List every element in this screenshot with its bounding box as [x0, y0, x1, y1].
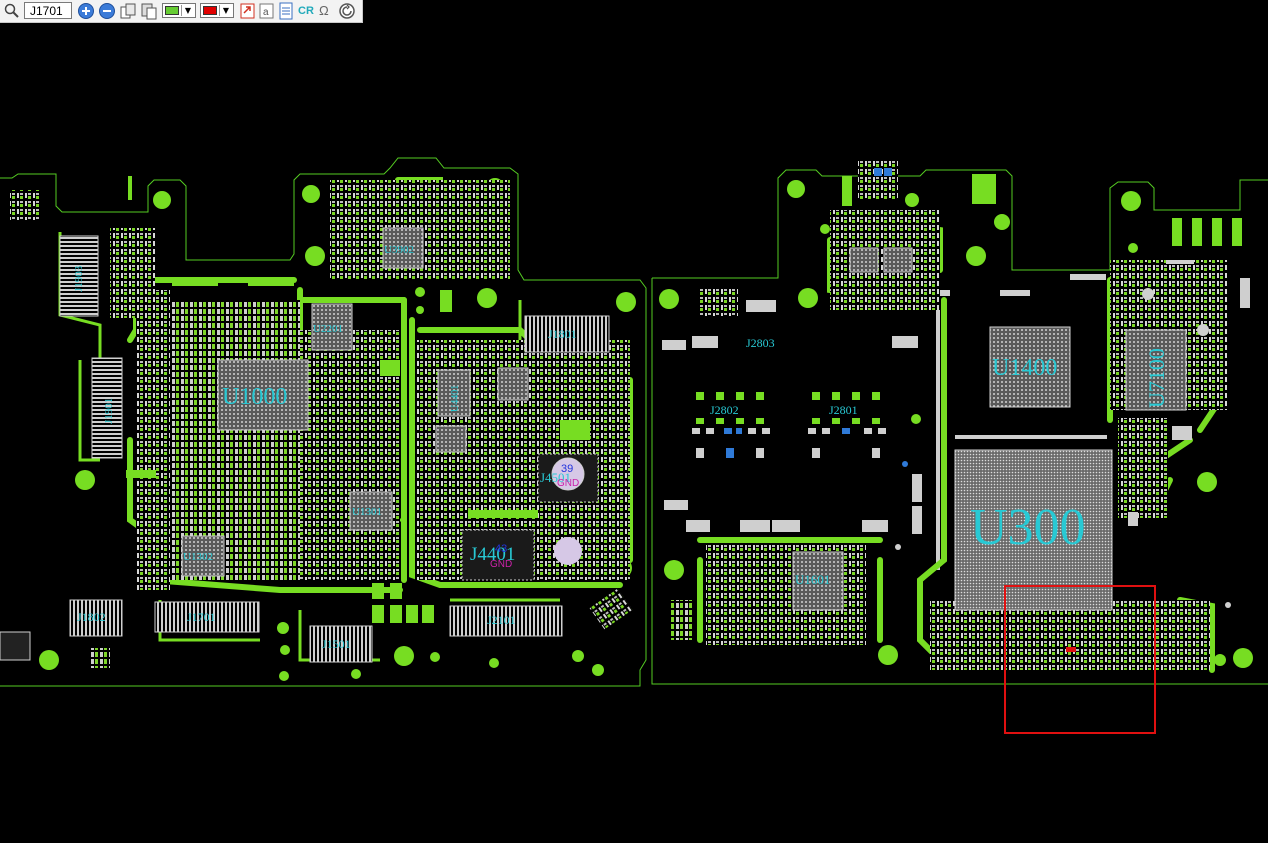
refresh-icon[interactable]: [338, 2, 356, 20]
label-j4401[interactable]: J4401: [470, 544, 515, 565]
chevron-down-icon: ▼: [181, 5, 194, 16]
zoom-in-icon[interactable]: [77, 2, 95, 20]
label-j1901[interactable]: J1901: [103, 398, 115, 424]
label-j4401-gnd: GND: [490, 559, 512, 570]
document-icon[interactable]: [278, 2, 294, 20]
label-j4501-pin-count: 39: [561, 463, 573, 475]
omega-icon[interactable]: Ω: [319, 3, 329, 18]
label-j2101[interactable]: J2101: [487, 613, 516, 627]
copy-icon[interactable]: [119, 2, 137, 20]
fill-color-swatch: [165, 6, 179, 15]
label-u2201[interactable]: U2201: [313, 323, 343, 335]
fill-color-dropdown[interactable]: ▼: [162, 3, 196, 18]
label-j4501[interactable]: J4501: [540, 470, 571, 485]
search-icon[interactable]: [3, 2, 21, 20]
label-u300[interactable]: U300: [970, 499, 1086, 556]
zoom-out-icon[interactable]: [98, 2, 116, 20]
label-j4501-gnd: GND: [557, 478, 579, 489]
selection-highlight-box: [1004, 585, 1156, 734]
board-outline: [0, 157, 1268, 687]
search-input[interactable]: [24, 2, 72, 19]
chevron-down-icon: ▼: [219, 5, 232, 16]
right-board: [895, 191, 1253, 673]
label-j1802[interactable]: J1802: [77, 610, 106, 624]
label-u1000[interactable]: U1000: [222, 384, 287, 410]
middle-board: [659, 160, 1106, 665]
label-j1801[interactable]: J1801: [548, 327, 577, 341]
left-board: [0, 176, 636, 681]
label-j2801[interactable]: J2801: [829, 403, 858, 417]
label-j2803[interactable]: J2803: [746, 336, 775, 350]
label-u3902[interactable]: U3902: [384, 244, 414, 256]
text-a-icon[interactable]: a: [259, 2, 275, 20]
export-icon[interactable]: [240, 2, 256, 20]
toolbar: ▼ ▼ a CR Ω: [0, 0, 363, 23]
label-u4401[interactable]: U4401: [450, 385, 461, 412]
cr-label[interactable]: CR: [298, 5, 314, 17]
line-color-swatch: [203, 6, 217, 15]
label-j1501[interactable]: J1501: [322, 637, 351, 651]
label-j1903[interactable]: J1903: [73, 265, 85, 292]
label-u1601[interactable]: U1601: [795, 572, 830, 587]
label-u1400[interactable]: U1400: [992, 355, 1057, 381]
label-u1302[interactable]: U1302: [183, 551, 213, 563]
line-color-dropdown[interactable]: ▼: [200, 3, 234, 18]
component-labels: U1000 U300 U1400 U7100 U3902 U2201 U1301…: [73, 244, 1169, 651]
label-u7100[interactable]: U7100: [1144, 348, 1169, 408]
svg-text:a: a: [263, 7, 269, 18]
label-j4401-pin-count: 43: [495, 543, 507, 555]
label-j2802[interactable]: J2802: [710, 403, 739, 417]
label-j1701[interactable]: J1701: [187, 610, 216, 624]
paste-icon[interactable]: [140, 2, 158, 20]
label-u1301[interactable]: U1301: [352, 506, 382, 518]
